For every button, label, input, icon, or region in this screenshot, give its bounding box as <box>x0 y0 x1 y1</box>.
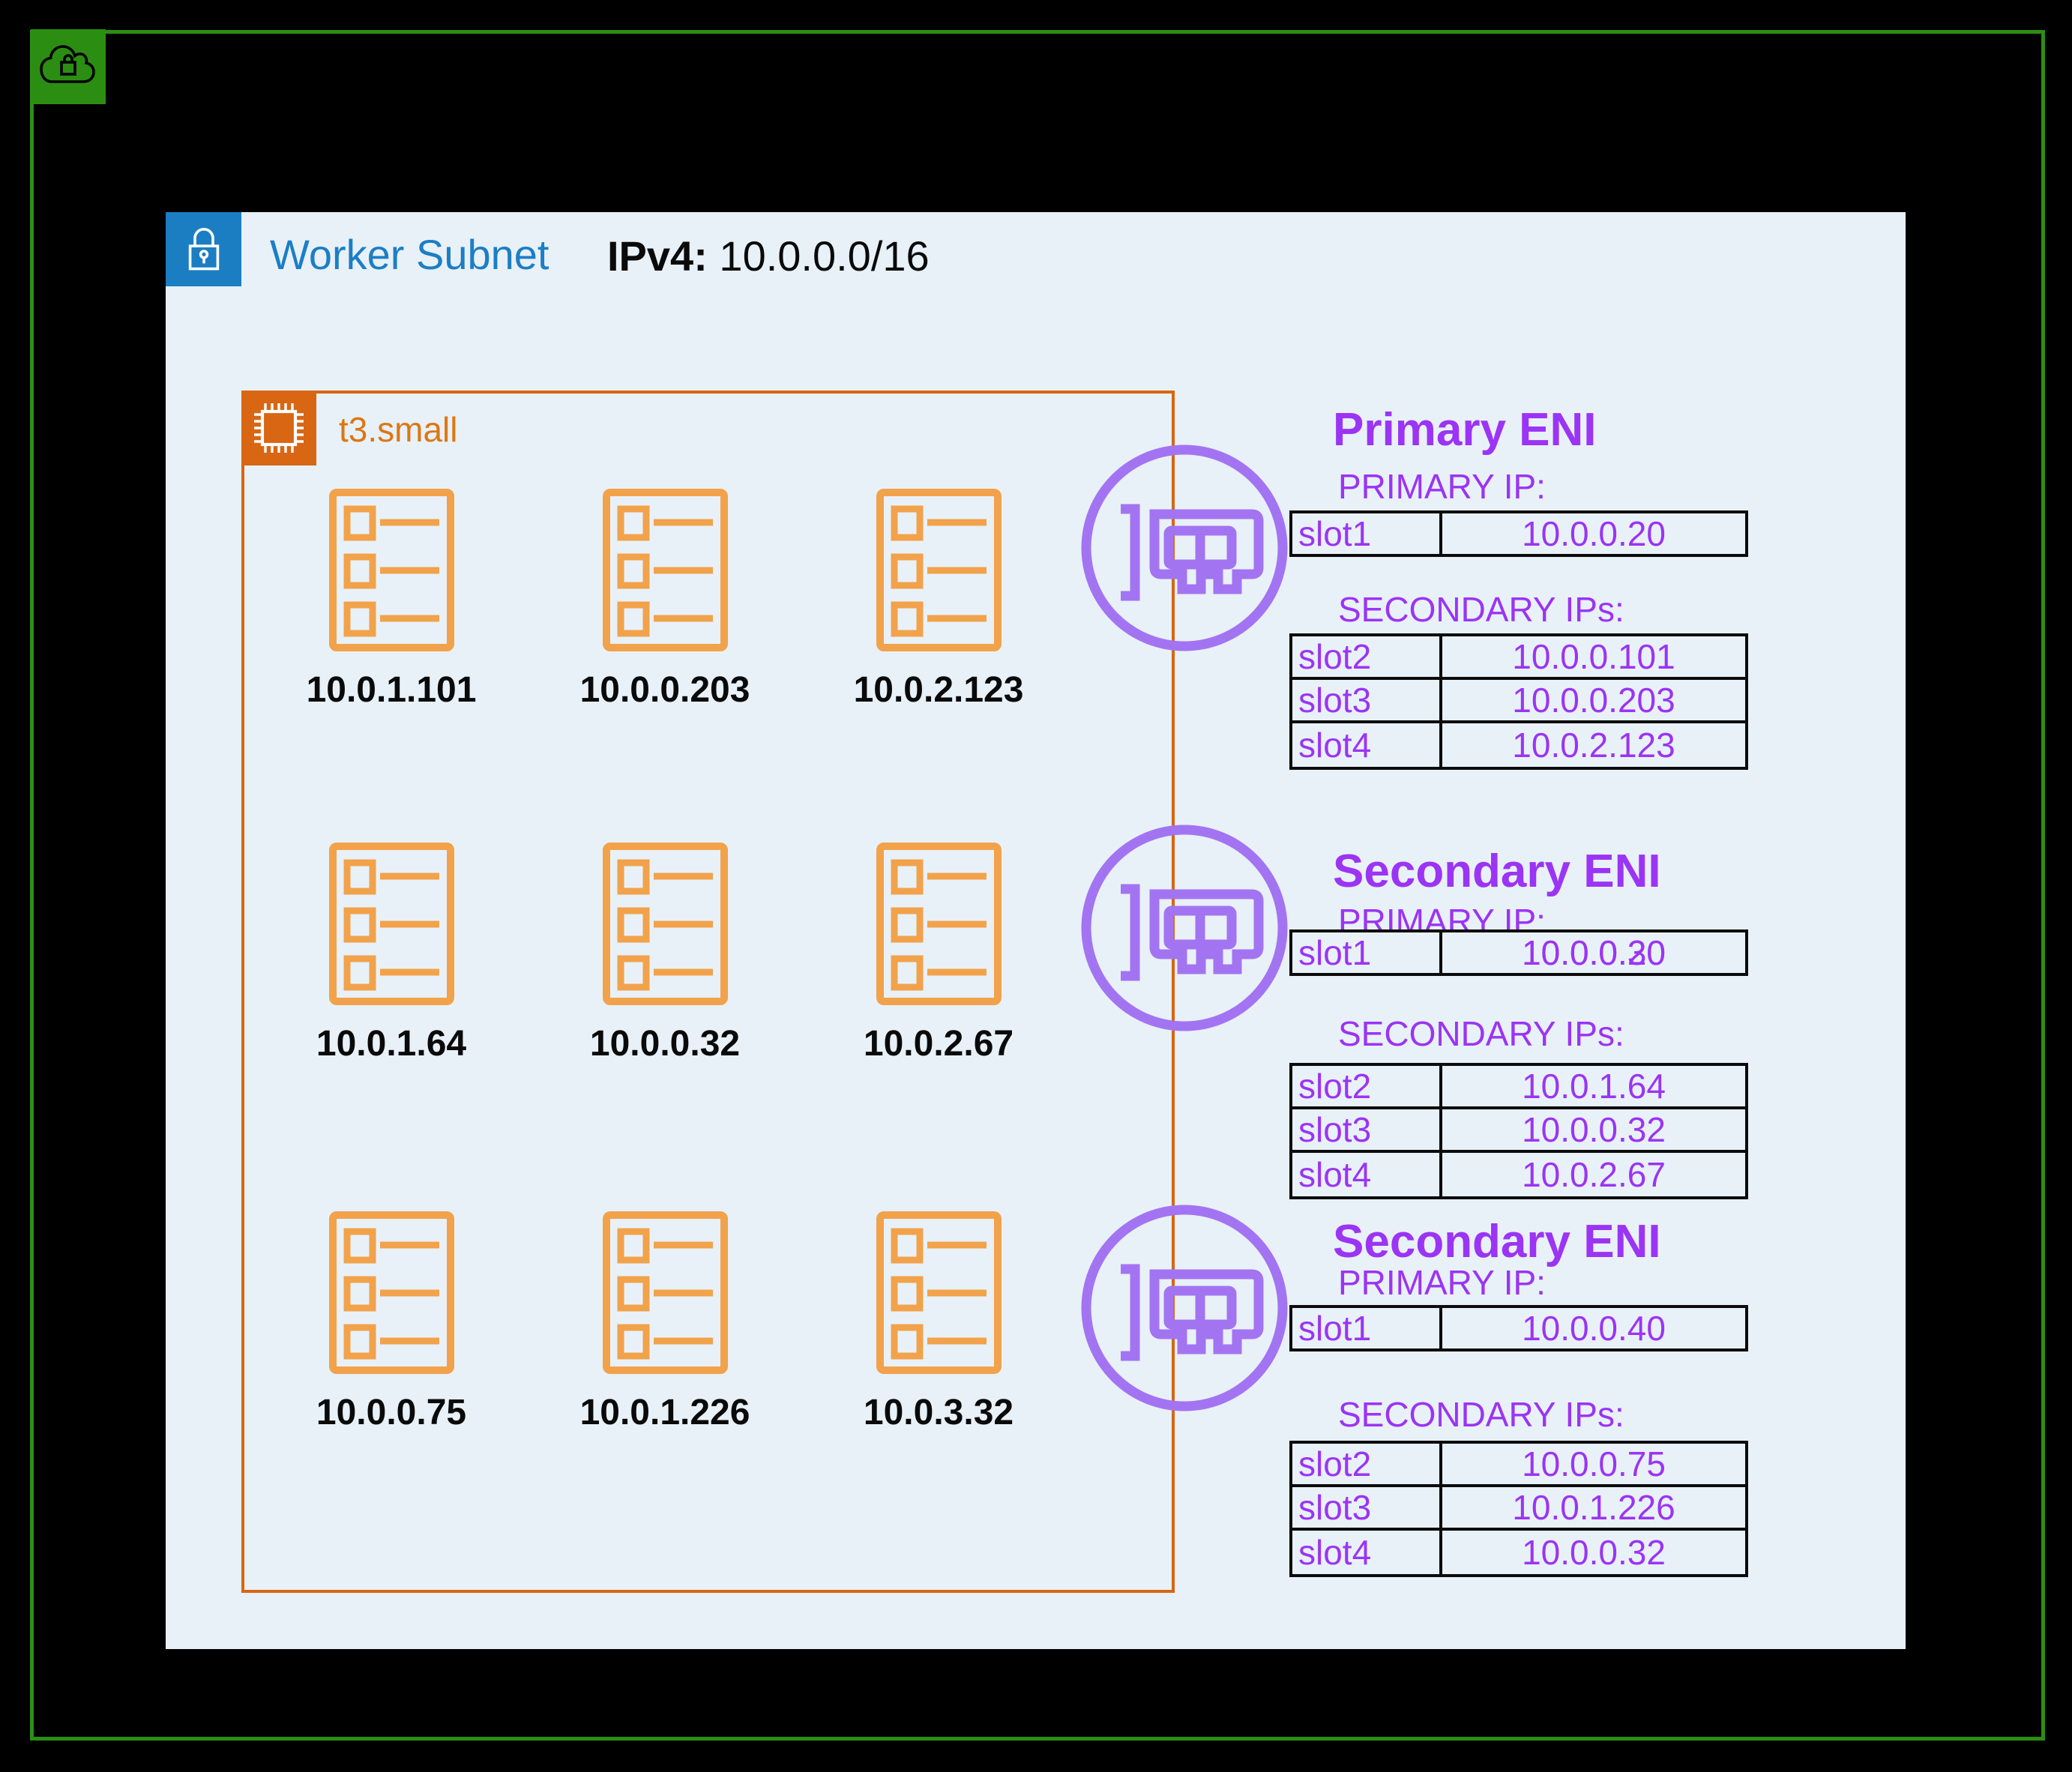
slot-cell: slot3 <box>1292 1487 1442 1531</box>
instance-chip-icon <box>241 391 316 465</box>
secondary-ips-label: SECONDARY IPs: <box>1338 590 1624 629</box>
slot-cell: slot4 <box>1292 1531 1442 1574</box>
slot-cell: slot2 <box>1292 1066 1442 1109</box>
ip-cell: 10.0.0.75 <box>1442 1444 1745 1487</box>
ip-cell: 10.0.2.123 <box>1512 726 1675 765</box>
ip-cell: 10.0.0.203 <box>1442 680 1745 723</box>
slot-cell: slot3 <box>1292 680 1442 723</box>
secondary-ips-table: slot2 10.0.0.75 slot3 10.0.1.226 slot4 1… <box>1289 1441 1748 1577</box>
pod: 10.0.2.67 <box>834 843 1043 1064</box>
eni-section-title: Secondary ENI <box>1333 1216 1661 1268</box>
instance-box <box>241 391 1175 1593</box>
primary-ip-table: slot1 10.0.0.40 <box>1289 1305 1748 1351</box>
pod-ip: 10.0.2.123 <box>853 670 1024 710</box>
pod: 10.0.2.123 <box>834 489 1043 711</box>
subnet-lock-icon <box>166 212 241 286</box>
subnet-cidr: IPv4: 10.0.0.0/16 <box>607 234 930 279</box>
eni-section-title: Secondary ENI <box>1333 846 1661 897</box>
pod-ip: 10.0.1.101 <box>306 670 477 710</box>
pod-ip: 10.0.1.226 <box>579 1393 750 1432</box>
slot-cell: slot4 <box>1292 723 1442 767</box>
pod-ip: 10.0.1.64 <box>316 1024 467 1064</box>
primary-ip-label: PRIMARY IP: <box>1338 467 1546 506</box>
pod-ip: 10.0.0.32 <box>589 1024 741 1064</box>
ip-value-under: 10.0.0.20 <box>1522 933 1666 972</box>
ip-cell: 10.0.1.226 <box>1442 1487 1745 1531</box>
slot-cell: slot2 <box>1292 1444 1442 1487</box>
eni-icon <box>1072 816 1297 1040</box>
slot-cell: slot4 <box>1292 1153 1442 1196</box>
ip-cell: 10.0.0.40 <box>1522 1309 1666 1348</box>
pod: 10.0.0.32 <box>560 843 770 1064</box>
pod: 10.0.1.64 <box>286 843 496 1064</box>
primary-ip-label: PRIMARY IP: <box>1338 1263 1546 1302</box>
ip-cell: 10.0.0.32 <box>1442 1109 1745 1153</box>
pod-ip: 10.0.0.75 <box>316 1393 467 1432</box>
eni-icon <box>1072 436 1297 660</box>
secondary-ips-table: slot2 10.0.1.64 slot3 10.0.0.32 slot4 10… <box>1289 1063 1748 1199</box>
subnet-cidr-value: 10.0.0.0/16 <box>719 232 930 280</box>
subnet-cidr-label: IPv4: <box>607 232 708 280</box>
secondary-ips-label: SECONDARY IPs: <box>1338 1395 1624 1434</box>
ip-value: 10.0.0.30 <box>1522 933 1666 972</box>
ip-cell: 10.0.1.64 <box>1442 1066 1745 1109</box>
pod: 10.0.1.226 <box>560 1211 770 1433</box>
ip-cell: 10.0.0.20 <box>1522 514 1666 553</box>
slot-cell: slot1 <box>1292 513 1442 554</box>
slot-cell: slot3 <box>1292 1109 1442 1153</box>
ip-cell: 10.0.0.20 10.0.0.30 <box>1442 932 1745 973</box>
vpc-cloud-lock-icon <box>31 29 106 104</box>
ip-cell: 10.0.2.67 <box>1522 1155 1666 1194</box>
secondary-ips-table: slot2 10.0.0.101 slot3 10.0.0.203 slot4 … <box>1289 633 1748 770</box>
slot-cell: slot2 <box>1292 636 1442 680</box>
pod-ip: 10.0.0.203 <box>579 670 750 710</box>
primary-ip-table: slot1 10.0.0.20 <box>1289 510 1748 557</box>
vpc-boundary <box>30 30 2045 1741</box>
ip-cell: 10.0.0.32 <box>1522 1533 1666 1572</box>
secondary-ips-label: SECONDARY IPs: <box>1338 1014 1624 1053</box>
eni-icon <box>1072 1196 1297 1420</box>
eni-section-title: Primary ENI <box>1333 404 1597 456</box>
slot-cell: slot1 <box>1292 1308 1442 1348</box>
pod: 10.0.0.75 <box>286 1211 496 1433</box>
slot-cell: slot1 <box>1292 932 1442 973</box>
primary-ip-table: slot1 10.0.0.20 10.0.0.30 <box>1289 929 1748 976</box>
pod-ip: 10.0.3.32 <box>863 1393 1014 1432</box>
ip-cell: 10.0.0.101 <box>1442 636 1745 680</box>
subnet-title: Worker Subnet <box>270 231 549 278</box>
pod-ip: 10.0.2.67 <box>863 1024 1014 1064</box>
instance-type-label: t3.small <box>339 410 458 449</box>
pod: 10.0.0.203 <box>560 489 770 711</box>
pod: 10.0.1.101 <box>286 489 496 711</box>
pod: 10.0.3.32 <box>834 1211 1043 1433</box>
